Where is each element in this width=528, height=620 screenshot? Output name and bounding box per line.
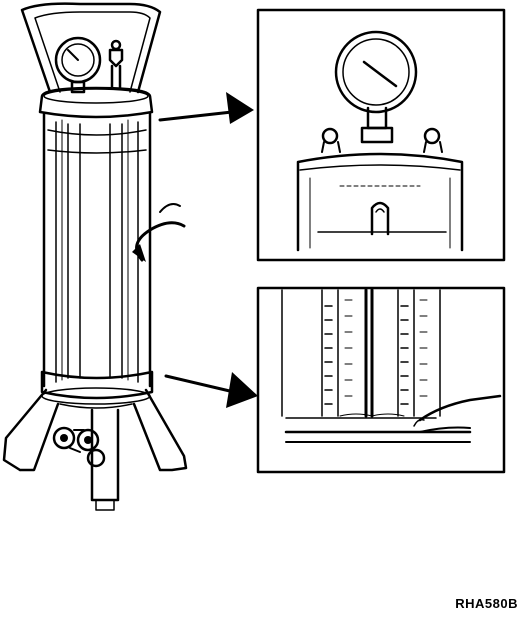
cylinder-body [42, 112, 152, 388]
detail-panel-gauge [256, 8, 506, 262]
arrow-right-icon-bottom [164, 372, 258, 408]
rotate-arrow-icon [132, 203, 186, 262]
stand-left-leg [2, 388, 60, 472]
stand-right-leg [132, 388, 188, 472]
valve-icon [108, 39, 124, 90]
figure-reference-code: RHA580B [455, 596, 518, 611]
pressure-gauge-icon [54, 36, 102, 94]
bottom-valve-icon [52, 426, 106, 468]
detail-panel-sight-glass [256, 286, 506, 474]
top-cap [38, 86, 154, 119]
charging-cylinder [2, 2, 188, 511]
top-handle-frame [20, 2, 162, 94]
arrow-right-icon-top [158, 92, 254, 124]
